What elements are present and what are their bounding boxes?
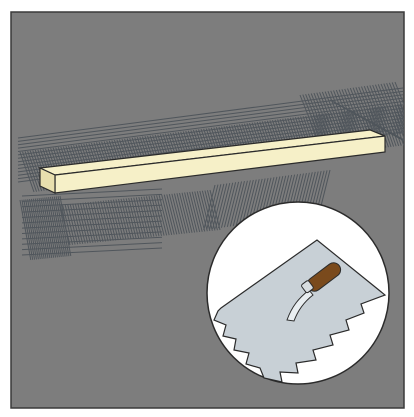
- mesh-block-middle: [59, 189, 221, 246]
- wooden-screed-beam-icon: [37, 129, 386, 194]
- notched-trowel-icon: [213, 239, 387, 383]
- mesh-upper-right-rods: [329, 99, 404, 142]
- notched-trowel-inset: [206, 201, 390, 385]
